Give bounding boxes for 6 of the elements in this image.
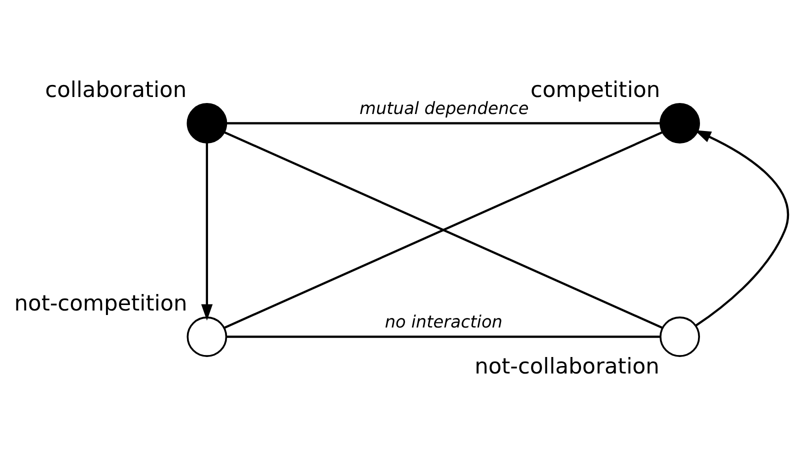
node-label: competition xyxy=(530,78,660,103)
node-label: collaboration xyxy=(45,78,187,103)
edge-label: no interaction xyxy=(384,310,503,331)
node-label: not-competition xyxy=(14,291,188,316)
edge-label: mutual dependence xyxy=(360,97,529,118)
node-label: not-collaboration xyxy=(474,354,660,379)
